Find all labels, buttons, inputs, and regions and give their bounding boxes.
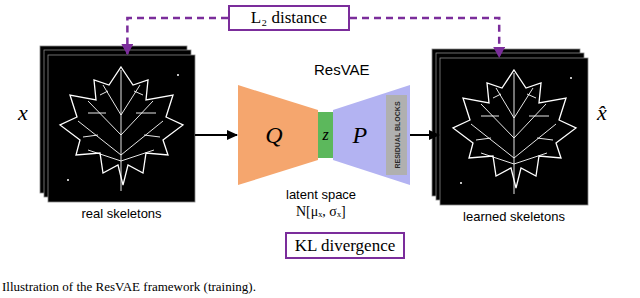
dashed-arrow (127, 18, 228, 54)
flow-arrow (410, 134, 439, 136)
learned-stack (432, 49, 588, 205)
residual-blocks: RESIDUAL BLOCKS (386, 95, 407, 175)
real-stack (40, 46, 195, 202)
flow-arrow (195, 134, 237, 136)
output-symbol: x̂ (597, 100, 607, 126)
node-text: P (353, 122, 368, 149)
node-text: RESIDUAL BLOCKS (393, 101, 400, 168)
node-text: Q (265, 122, 282, 149)
node-text: L₂ distance (251, 8, 327, 28)
loss-box: KL divergence (285, 232, 405, 259)
output-images: learned skeletons (440, 58, 588, 205)
input-symbol: x (18, 100, 28, 126)
distribution-label: N[μₓ, σₓ] (296, 204, 346, 220)
node-text: z (322, 126, 328, 144)
decoder-trapezoid: P RESIDUAL BLOCKS (333, 85, 410, 185)
encoder-trapezoid: Q (238, 85, 318, 185)
dashed-arrow (350, 18, 499, 57)
node-text: KL divergence (295, 236, 396, 256)
latent-label: latent space (286, 187, 356, 202)
latent-block: z (318, 112, 333, 158)
node-text: learned skeletons (463, 209, 565, 224)
loss-box: L₂ distance (228, 5, 350, 31)
input-images: real skeletons (48, 55, 195, 202)
model-name: ResVAE (314, 61, 370, 78)
figure-caption: Illustration of the ResVAE framework (tr… (2, 279, 256, 295)
node-text: real skeletons (81, 206, 161, 221)
